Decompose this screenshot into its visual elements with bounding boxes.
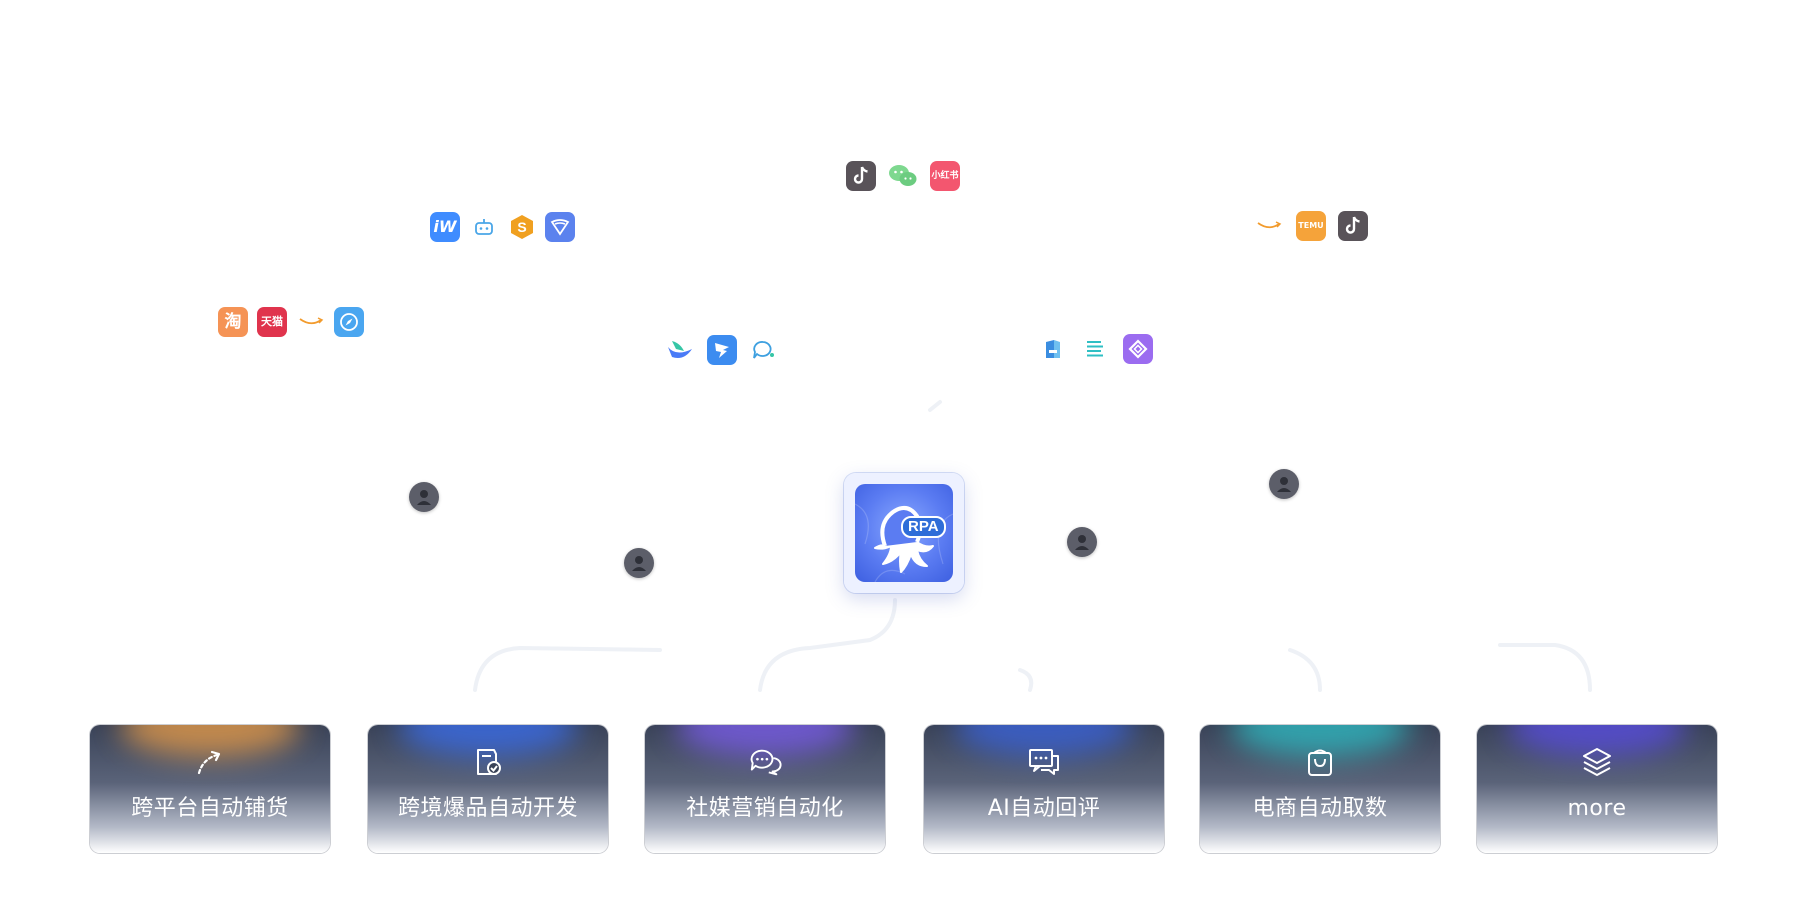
chat-bubble-icon[interactable] (749, 335, 779, 365)
card-more[interactable]: more (1477, 725, 1717, 853)
rpa-badge: RPA (901, 516, 946, 538)
doc-lines-icon[interactable] (1080, 334, 1110, 364)
card-label: 电商自动取数 (1252, 796, 1388, 821)
tmall-icon[interactable]: 天猫 (257, 307, 287, 337)
user-icon (632, 556, 646, 571)
feishu-icon[interactable] (665, 335, 695, 365)
card-label: 跨平台自动铺货 (131, 796, 289, 821)
compass-icon[interactable] (334, 307, 364, 337)
card-label: 跨境爆品自动开发 (397, 796, 578, 821)
tiktok-icon[interactable] (1338, 211, 1368, 241)
rpa-hub[interactable]: RPA (844, 473, 964, 593)
curved-arrow-icon (193, 745, 227, 779)
layers-icon (1580, 745, 1614, 779)
card-label: more (1567, 796, 1627, 821)
card-ai-review-reply[interactable]: AI自动回评 (924, 725, 1164, 853)
card-label: 社媒营销自动化 (686, 796, 844, 821)
svg-text:S: S (517, 219, 526, 235)
shopping-bag-icon (1303, 745, 1337, 779)
avatar[interactable] (1067, 527, 1097, 557)
xiaohongshu-icon[interactable]: 小红书 (930, 161, 960, 191)
iw-icon[interactable]: iW (430, 212, 460, 242)
card-label: AI自动回评 (987, 796, 1101, 821)
badge-check-icon (471, 745, 505, 779)
dingtalk-icon[interactable] (707, 335, 737, 365)
tiktok-icon[interactable] (846, 161, 876, 191)
user-icon (1277, 477, 1291, 492)
temu-icon[interactable]: TEMU (1296, 211, 1326, 241)
card-hot-product-dev[interactable]: 跨境爆品自动开发 (368, 725, 608, 853)
shield-app-icon[interactable] (545, 212, 575, 242)
fluent-app-icon[interactable] (1038, 334, 1068, 364)
purple-app-icon[interactable] (1123, 334, 1153, 364)
card-social-marketing[interactable]: 社媒营销自动化 (645, 725, 885, 853)
wechat-icon[interactable] (888, 161, 918, 191)
card-cross-platform-listing[interactable]: 跨平台自动铺货 (90, 725, 330, 853)
robot-icon[interactable] (469, 212, 499, 242)
octopus-icon: RPA (855, 484, 953, 582)
chat-bubbles-icon (748, 745, 782, 779)
avatar[interactable] (624, 548, 654, 578)
message-dots-icon (1027, 745, 1061, 779)
user-icon (417, 490, 431, 505)
amazon-smile-icon[interactable] (1254, 211, 1284, 241)
taobao-icon[interactable]: 淘 (218, 307, 248, 337)
card-ecommerce-data[interactable]: 电商自动取数 (1200, 725, 1440, 853)
user-icon (1075, 535, 1089, 550)
avatar[interactable] (1269, 469, 1299, 499)
avatar[interactable] (409, 482, 439, 512)
s-app-icon[interactable]: S (507, 212, 537, 242)
amazon-smile-icon[interactable] (296, 307, 326, 337)
